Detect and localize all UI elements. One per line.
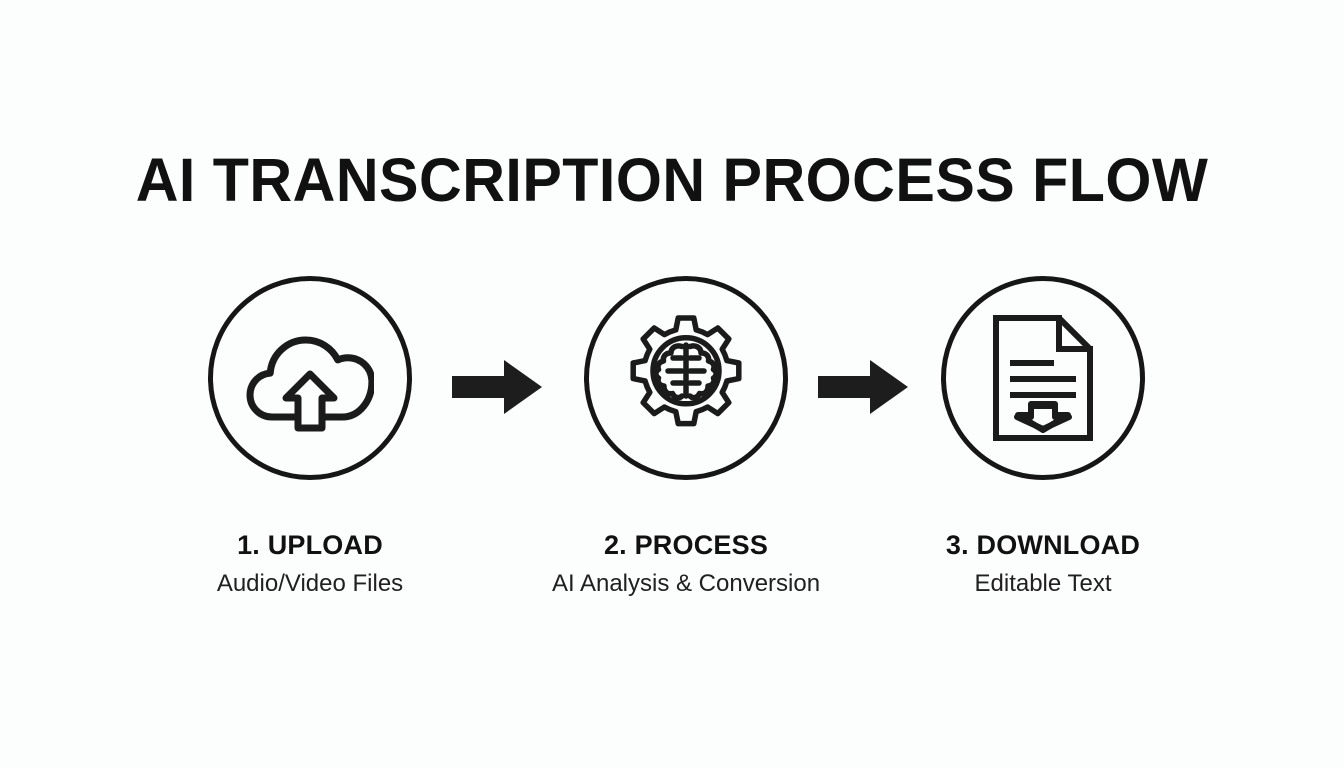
step-process: 2. PROCESS AI Analysis & Conversion [536,276,836,598]
step-upload-icon-circle [208,276,412,480]
step-download-heading: 3. DOWNLOAD [945,530,1141,560]
gear-brain-icon [621,313,751,443]
step-upload-heading: 1. UPLOAD [237,530,383,560]
step-download: 3. DOWNLOAD Editable Text [893,276,1193,598]
step-process-subtitle: AI Analysis & Conversion [551,570,821,597]
document-download-icon [991,313,1095,443]
step-upload-subtitle: Audio/Video Files [216,570,404,597]
step-upload: 1. UPLOAD Audio/Video Files [160,276,460,598]
arrow-right-icon [452,360,542,414]
arrow-right-icon [818,360,908,414]
step-process-heading: 2. PROCESS [603,530,769,560]
step-download-subtitle: Editable Text [974,570,1112,597]
step-process-icon-circle [584,276,788,480]
cloud-upload-icon [246,322,374,434]
connector-arrow-2 [818,360,908,414]
page-title: AI TRANSCRIPTION PROCESS FLOW [135,145,1209,214]
connector-arrow-1 [452,360,542,414]
steps-row: 1. UPLOAD Audio/Video Files [0,276,1344,616]
step-download-icon-circle [941,276,1145,480]
